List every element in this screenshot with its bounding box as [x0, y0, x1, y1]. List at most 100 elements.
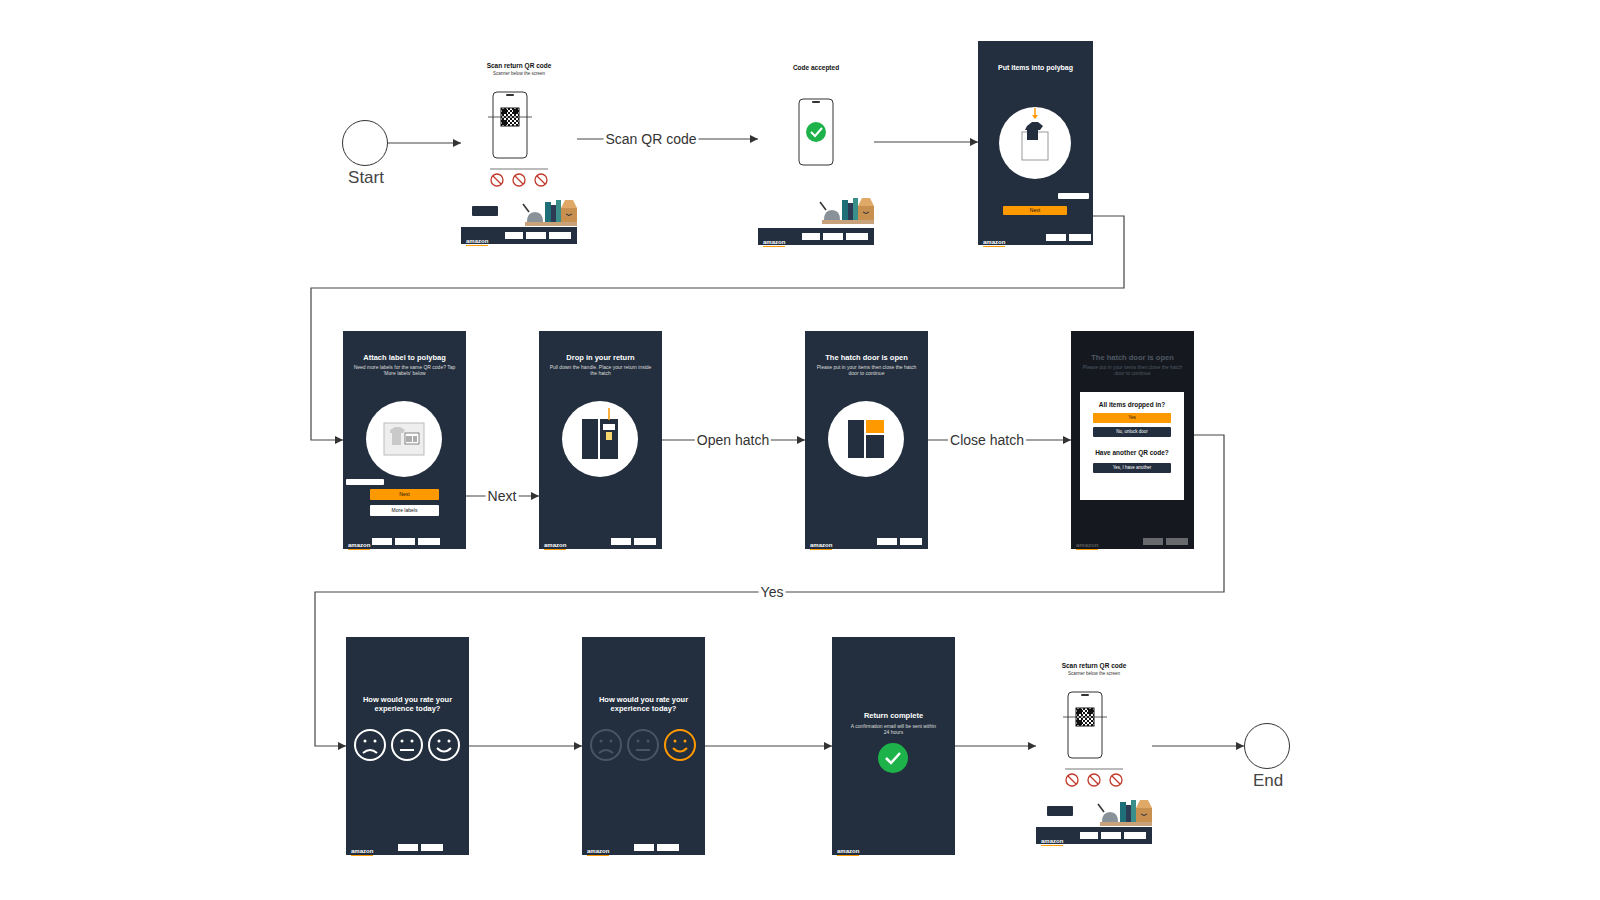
button-label: More labels: [370, 505, 439, 516]
rating-art: [355, 730, 695, 851]
flow-arrow: [1152, 745, 1244, 746]
text-holder: amazon: [763, 230, 803, 248]
text-holder: Drop in your return: [539, 353, 662, 362]
text-holder: Attach label to polybag: [343, 353, 466, 362]
illustration-part: [1022, 132, 1048, 160]
edge-label: Yes: [759, 584, 786, 601]
illustration-part: [606, 432, 612, 440]
screen-box: Scan return QR codeScanner below the scr…: [461, 59, 577, 244]
illustration-part: [636, 749, 650, 751]
screen-text: Scanner below the screen: [1036, 671, 1152, 676]
screen-text: Need more labels for the same QR code? T…: [353, 364, 456, 376]
text-holder: End: [1223, 771, 1313, 791]
illustration-part: [591, 730, 621, 760]
screen-text: Please put in your items then close the …: [815, 364, 918, 376]
text-holder: All items dropped in?: [1080, 401, 1184, 409]
text-holder: Next: [370, 489, 439, 500]
terminal-circle: End: [1244, 723, 1290, 769]
text-holder: Code accepted: [758, 64, 874, 72]
illustration-part: [1058, 193, 1089, 199]
text-holder: amazon: [351, 839, 391, 857]
screen-text: Scan return QR code: [1036, 662, 1152, 670]
dim-footer-buttons: [1143, 538, 1188, 545]
screen-box: Drop in your returnPull down the handle.…: [539, 331, 662, 549]
screen-box: Scan return QR codeScanner below the scr…: [1036, 659, 1152, 844]
scan-screen-art: [1036, 692, 1152, 844]
screen-text: A confirmation email will be sent within…: [850, 723, 937, 735]
screen-text: Scanner below the screen: [461, 71, 577, 76]
illustration-part: [390, 427, 405, 445]
illustration-part: [363, 750, 377, 753]
screen-box: Attach label to polybagNeed more labels …: [343, 331, 466, 549]
illustration-part: [634, 844, 679, 851]
brand-logo: amazon: [587, 848, 609, 856]
brand-logo: amazon: [983, 239, 1005, 247]
screen-box: Put items into polybagNextamazon: [978, 41, 1093, 245]
text-holder: amazon: [837, 839, 877, 857]
illustration-part: [400, 749, 414, 751]
illustration-part: [799, 99, 833, 165]
illustration-part: [1032, 115, 1038, 119]
screen-text: How would you rate your experience today…: [356, 695, 459, 713]
illustration-part: [366, 401, 442, 477]
screen-box: How would you rate your experience today…: [582, 637, 705, 855]
drop-art: [562, 401, 656, 545]
text-holder: Have another QR code?: [1080, 449, 1184, 457]
brand-logo: amazon: [1041, 838, 1063, 846]
screen-box: The hatch door is openPlease put in your…: [805, 331, 928, 549]
polybag-art: [999, 107, 1091, 241]
flow-arrow: [874, 141, 978, 142]
illustration-part: [1034, 108, 1036, 116]
illustration-part: [820, 198, 874, 224]
text-holder: Please put in your items then close the …: [1081, 364, 1184, 376]
text-holder: Yes, I have another: [1093, 463, 1171, 473]
complete-art: [878, 743, 908, 773]
label-art: [346, 401, 442, 545]
screen-text: Return complete: [832, 711, 955, 720]
illustration-part: [384, 423, 424, 455]
illustration-part: [599, 750, 613, 753]
illustration-part: [866, 420, 884, 433]
text-holder: How would you rate your experience today…: [356, 695, 459, 713]
brand-logo: amazon: [810, 542, 832, 550]
illustration-part: [848, 420, 864, 458]
screen-text: Scan return QR code: [461, 62, 577, 70]
illustration-part: [758, 228, 874, 245]
button-label: Next: [370, 489, 439, 500]
edge-label: Open hatch: [695, 432, 771, 449]
edge-label: Close hatch: [948, 432, 1026, 449]
code-accepted-art: [758, 99, 874, 245]
text-holder: amazon: [348, 533, 388, 551]
screen-text: All items dropped in?: [1080, 401, 1184, 409]
screen-box: Return complete A confirmation email will…: [832, 637, 955, 855]
flow-arrow: [955, 745, 1036, 746]
screen-box: Code accepted amazon: [758, 60, 874, 245]
illustration-part: [405, 433, 419, 444]
text-holder: How would you rate your experience today…: [592, 695, 695, 713]
illustration-part: [866, 435, 884, 458]
illustration-part: [429, 730, 459, 760]
button-label: No, unlock door: [1093, 427, 1171, 437]
illustration-part: [886, 753, 900, 763]
text-holder: A confirmation email will be sent within…: [850, 723, 937, 735]
brand-logo: amazon: [348, 542, 370, 550]
brand-logo: amazon: [1076, 542, 1098, 550]
illustration-part: [1046, 234, 1091, 241]
text-holder: Scan return QR code: [1036, 662, 1152, 670]
screen-text: The hatch door is open: [1071, 353, 1194, 362]
screen-text: Have another QR code?: [1080, 449, 1184, 457]
text-holder: Need more labels for the same QR code? T…: [353, 364, 456, 376]
screen-text: The hatch door is open: [805, 353, 928, 362]
screen-box: The hatch door is openPlease put in your…: [1071, 331, 1194, 549]
text-holder: amazon: [466, 229, 506, 247]
brand-logo: amazon: [351, 848, 373, 856]
text-holder: amazon: [587, 839, 627, 857]
button-label: Yes, I have another: [1093, 463, 1171, 473]
text-holder: Scanner below the screen: [1036, 671, 1152, 676]
illustration-part: [999, 107, 1071, 179]
illustration-part: [608, 408, 610, 420]
flow-arrow: [705, 745, 832, 746]
